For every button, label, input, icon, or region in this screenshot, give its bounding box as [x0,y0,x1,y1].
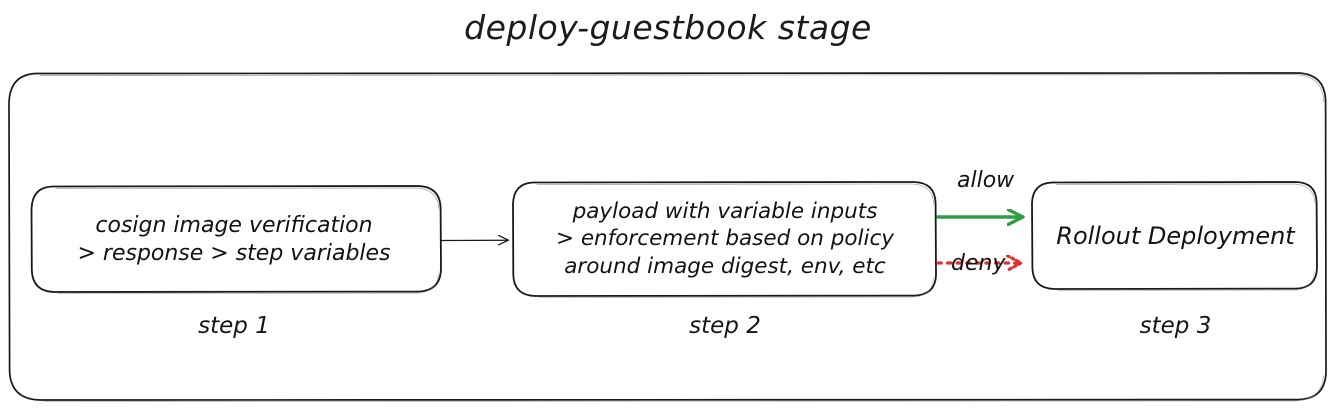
step-3-node-text[interactable]: Rollout Deployment [1035,184,1316,288]
step-2-node-text[interactable]: payload with variable inputs > enforceme… [515,184,935,294]
step-3-line-1: Rollout Deployment [1056,221,1295,250]
edge-deny-label: deny [951,251,1006,276]
step-1-line-1: cosign image verification [95,213,373,239]
step-2-line-3: around image digest, env, etc [564,253,886,279]
step-2-line-2: > enforcement based on policy [555,226,895,252]
page-title: deploy-guestbook stage [464,8,872,47]
edge-allow-label: allow [957,168,1015,193]
step-2-line-1: payload with variable inputs [572,199,878,225]
step-1-line-2: > response > step variables [77,241,391,266]
step-2-label: step 2 [689,313,761,339]
step-1-label: step 1 [198,313,270,339]
step-1-node-text[interactable]: cosign image verification > response > s… [34,188,434,292]
step-3-label: step 3 [1139,313,1212,339]
